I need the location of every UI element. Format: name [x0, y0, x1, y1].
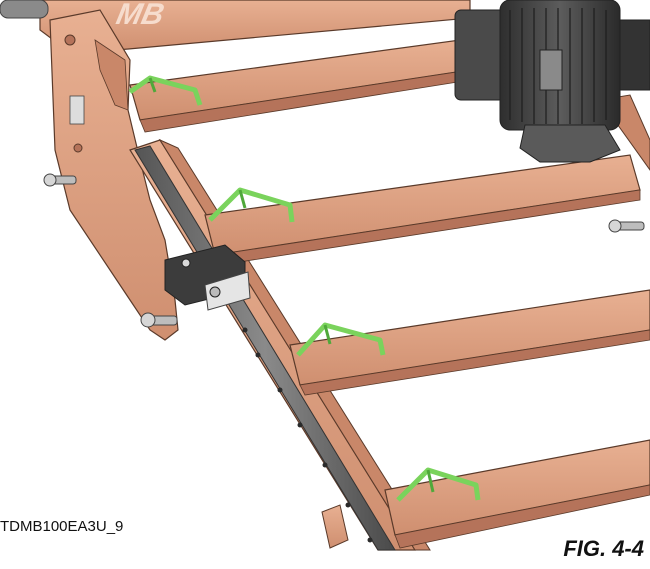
rail-carriage-block [164, 244, 251, 311]
rail-screws [242, 327, 373, 543]
green-bracket-3 [296, 322, 386, 357]
left-side-plate [49, 9, 179, 341]
cross-beam-2 [204, 154, 641, 266]
knob-icon [181, 258, 191, 268]
bolt-icon [43, 173, 77, 187]
motor-assembly [454, 0, 650, 163]
drawing-code: TDMB100EA3U_9 [0, 518, 124, 535]
green-bracket-1 [128, 75, 203, 106]
figure-label: FIG. 4-4 [563, 536, 644, 561]
cross-beam-4 [384, 439, 650, 549]
green-bracket-2 [208, 187, 295, 223]
bolt-icon [140, 312, 178, 328]
bolt-icon [608, 219, 645, 233]
cross-beam-3 [289, 289, 650, 396]
green-bracket-4 [396, 467, 481, 502]
logo-text: MB [113, 0, 167, 31]
knob-icon [209, 286, 221, 298]
foot-bracket [321, 504, 349, 549]
guide-rail [134, 145, 396, 551]
head-plate: MB [0, 0, 471, 53]
